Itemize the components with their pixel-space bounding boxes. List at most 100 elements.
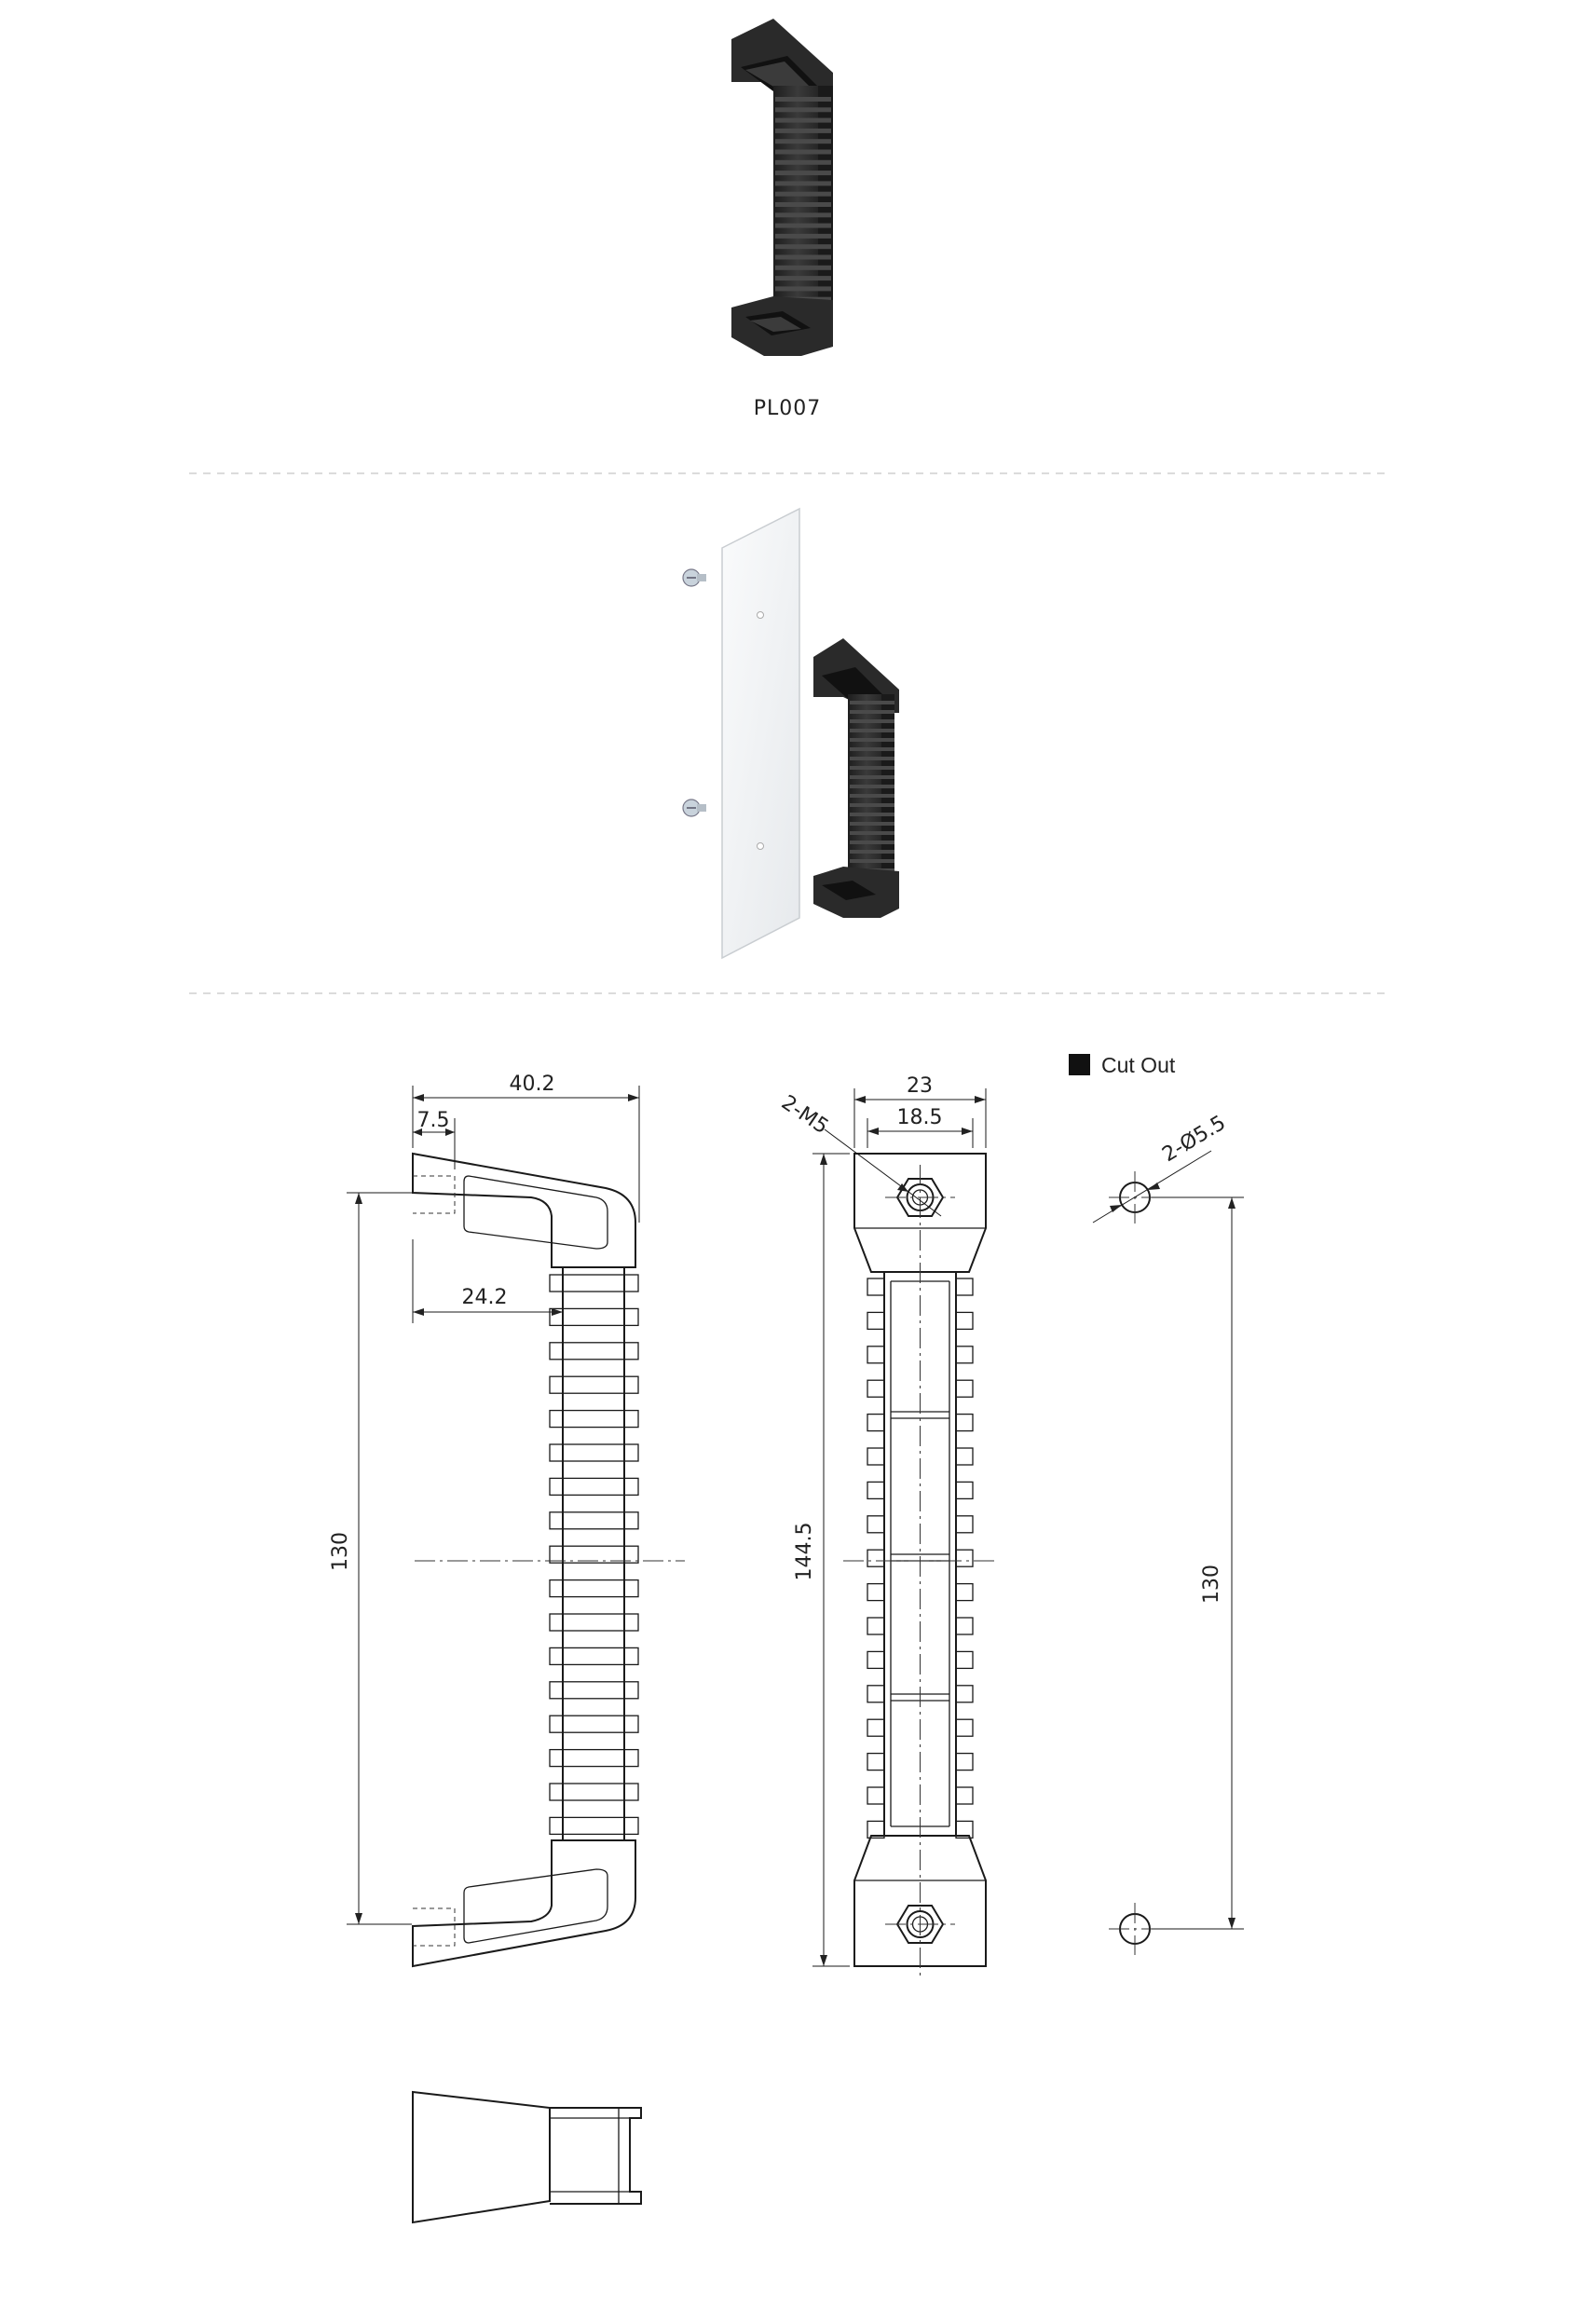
grip-rib — [549, 1748, 639, 1768]
render-rib — [775, 97, 831, 102]
render-rib — [775, 107, 831, 113]
grip-rib — [867, 1650, 885, 1670]
grip-rib — [549, 1579, 639, 1598]
cutout-drawing: 2-Ø5.5 130 — [1092, 1112, 1244, 1955]
grip-rib — [549, 1477, 639, 1497]
render-rib — [850, 738, 894, 742]
grip-rib — [955, 1582, 974, 1602]
render-rib — [850, 701, 894, 704]
grip-rib — [867, 1346, 885, 1364]
thread-callout: 2-M5 — [777, 1091, 833, 1139]
grip-rib — [955, 1685, 974, 1703]
grip-rib — [955, 1549, 974, 1567]
grip-rib — [549, 1647, 639, 1666]
grip-rib — [549, 1409, 639, 1429]
render-rib — [775, 254, 831, 260]
grip-rib — [955, 1278, 974, 1296]
grip-rib — [955, 1413, 974, 1432]
render-rib — [850, 710, 894, 714]
cutout-legend: Cut Out — [1069, 1053, 1176, 1077]
product-code-label: PL007 — [754, 397, 822, 420]
grip-rib — [955, 1617, 974, 1635]
grip-rib — [867, 1379, 885, 1398]
render-rib — [850, 757, 894, 760]
grip-rib — [867, 1447, 885, 1466]
render-rib — [850, 822, 894, 826]
render-rib — [775, 149, 831, 155]
grip-rib — [549, 1375, 639, 1394]
front-view-drawing: 23 18.5 2-M5 144.5 — [777, 1074, 997, 1980]
render-rib — [775, 128, 831, 133]
cutout-legend-swatch-icon — [1069, 1054, 1090, 1075]
grip-rib — [955, 1718, 974, 1737]
render-rib — [775, 276, 831, 281]
render-rib — [850, 785, 894, 788]
grip-rib — [867, 1786, 885, 1805]
grip-rib — [955, 1786, 974, 1805]
grip-rib — [549, 1342, 639, 1360]
grip-rib — [549, 1783, 639, 1801]
grip-rib — [549, 1715, 639, 1733]
grip-rib — [867, 1752, 885, 1771]
grip-rib — [867, 1481, 885, 1500]
grip-rib — [867, 1549, 885, 1567]
render-rib — [775, 191, 831, 197]
grip-rib — [549, 1545, 639, 1564]
render-rib — [850, 859, 894, 863]
render-rib — [850, 766, 894, 770]
render-rib — [775, 202, 831, 207]
grip-rib — [867, 1582, 885, 1602]
side-view-drawing: 40.2 7.5 24.2 130 — [329, 1073, 685, 1968]
render-rib — [775, 233, 831, 239]
dim-overall-depth: 40.2 — [510, 1073, 555, 1096]
grip-rib — [867, 1820, 885, 1839]
grip-rib — [955, 1481, 974, 1500]
grip-rib — [867, 1617, 885, 1635]
cutout-legend-label: Cut Out — [1101, 1053, 1176, 1077]
grip-rib — [867, 1515, 885, 1534]
grip-rib — [549, 1443, 639, 1462]
render-rib — [850, 747, 894, 751]
render-rib — [775, 171, 831, 176]
hole-callout: 2-Ø5.5 — [1158, 1112, 1230, 1168]
render-rib — [775, 286, 831, 292]
dim-boss-depth: 7.5 — [417, 1109, 450, 1132]
dim-front-height: 144.5 — [793, 1523, 816, 1581]
grip-rib — [867, 1718, 885, 1737]
render-rib — [850, 719, 894, 723]
render-rib — [850, 850, 894, 854]
grip-rib — [549, 1307, 639, 1327]
grip-rib — [549, 1816, 639, 1836]
render-rib — [850, 775, 894, 779]
grip-rib — [867, 1685, 885, 1703]
grip-rib — [549, 1511, 639, 1530]
grip-rib — [955, 1515, 974, 1534]
grip-rib — [867, 1278, 885, 1296]
grip-rib — [955, 1752, 974, 1771]
product-render-handle — [731, 19, 833, 356]
grip-rib — [955, 1820, 974, 1839]
dim-grip-offset: 24.2 — [462, 1286, 508, 1309]
top-view-drawing — [412, 2090, 642, 2224]
dim-front-inner-width: 18.5 — [897, 1106, 943, 1129]
grip-rib — [549, 1274, 639, 1292]
render-rib — [775, 223, 831, 228]
dim-front-width: 23 — [907, 1074, 933, 1098]
product-render-handle-small — [813, 638, 899, 918]
grip-rib — [867, 1311, 885, 1331]
dim-side-height: 130 — [329, 1532, 352, 1571]
render-rib — [775, 159, 831, 165]
render-rib — [850, 729, 894, 732]
render-rib — [775, 244, 831, 250]
screw-icon — [682, 568, 706, 587]
render-rib — [850, 831, 894, 835]
grip-rib — [955, 1650, 974, 1670]
grip-rib — [955, 1379, 974, 1398]
grip-rib — [955, 1311, 974, 1331]
render-rib — [850, 803, 894, 807]
render-rib — [775, 265, 831, 270]
render-rib — [850, 841, 894, 844]
mounting-plate — [721, 507, 800, 960]
render-rib — [775, 117, 831, 123]
